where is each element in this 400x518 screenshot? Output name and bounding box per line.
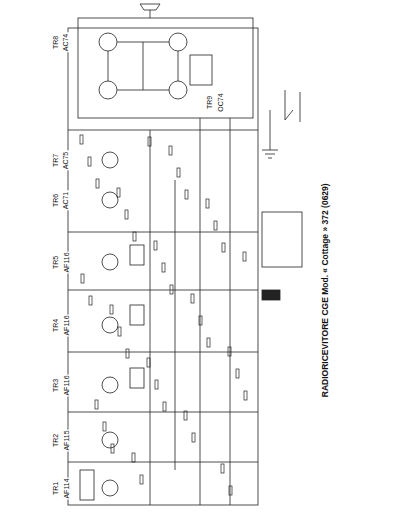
resistor-symbol [132, 453, 135, 462]
resistor-symbol [221, 464, 224, 473]
transistor-label: AC71 [62, 190, 69, 210]
resistor-symbol [244, 391, 247, 400]
resistor-symbol [163, 402, 166, 411]
resistor-symbol [191, 294, 194, 303]
transistor-symbol [102, 152, 118, 168]
transistor-symbol [169, 81, 187, 99]
resistor-symbol [148, 137, 151, 146]
resistor-symbol [88, 157, 91, 166]
transistor-symbol [102, 192, 118, 208]
transistor-label: OC74 [216, 92, 223, 112]
resistor-symbol [228, 347, 231, 356]
transistor-label: TR9 [206, 94, 213, 109]
resistor-symbol [110, 305, 113, 314]
resistor-symbol [192, 433, 195, 442]
transistor-symbol [99, 81, 117, 99]
resistor-symbol [236, 369, 239, 378]
transistor-label: AF116 [62, 374, 69, 396]
resistor-symbol [147, 358, 150, 367]
resistor-symbol [229, 486, 232, 495]
speaker-symbol [140, 4, 160, 10]
dial-logo [262, 290, 280, 300]
resistor-symbol [207, 338, 210, 347]
transistor-symbol [102, 254, 118, 270]
resistor-symbol [95, 400, 98, 409]
resistor-symbol [118, 327, 121, 336]
transistor-label: TR4 [52, 317, 59, 332]
resistor-symbol [169, 146, 172, 155]
ferrite-antenna [80, 470, 94, 500]
if-transformer [130, 368, 144, 388]
transistor-label: TR5 [52, 254, 59, 269]
resistor-symbol [125, 210, 128, 219]
resistor-symbol [214, 221, 217, 230]
transistor-label: AF114 [62, 477, 69, 499]
resistor-symbol [222, 243, 225, 252]
schematic-title: RADIORICEVITORE CGE Mod. « Cottage » 372… [321, 182, 330, 398]
resistor-symbol [117, 188, 120, 197]
resistor-symbol [162, 263, 165, 272]
transistor-symbol [169, 33, 187, 51]
resistor-symbol [185, 190, 188, 199]
chassis-outline [68, 28, 258, 505]
resistor-symbol [170, 285, 173, 294]
resistor-symbol [133, 232, 136, 241]
transistor-symbol [102, 377, 118, 393]
resistor-symbol [155, 380, 158, 389]
transistor-symbol [102, 480, 118, 496]
if-transformer [130, 305, 144, 325]
transistor-symbol [102, 317, 118, 333]
transistor-label: AC75 [62, 150, 69, 170]
switch-symbol [285, 90, 300, 122]
resistor-symbol [81, 274, 84, 283]
transistor-symbol [102, 432, 118, 448]
resistor-symbol [154, 241, 157, 250]
resistor-symbol [206, 199, 209, 208]
resistor-symbol [177, 168, 180, 177]
resistor-symbol [89, 296, 92, 305]
resistor-symbol [243, 252, 246, 261]
if-transformer [130, 245, 144, 265]
resistor-symbol [80, 135, 83, 144]
resistor-symbol [140, 475, 143, 484]
transistor-label: TR1 [52, 480, 59, 495]
resistor-symbol [184, 411, 187, 420]
transistor-label: AF116 [62, 314, 69, 336]
ground-symbol [262, 110, 278, 158]
transistor-label: TR6 [52, 192, 59, 207]
transistor-label: TR3 [52, 377, 59, 392]
transistor-label: AF115 [62, 429, 69, 451]
transistor-symbol [99, 33, 117, 51]
transistor-label: AC74 [62, 32, 69, 52]
transistor-label: TR8 [52, 34, 59, 49]
switch-bank [262, 212, 302, 267]
transistor-label: AF116 [62, 251, 69, 273]
output-transformer [190, 55, 212, 85]
output-stage-frame [78, 18, 253, 118]
transistor-label: TR2 [52, 432, 59, 447]
resistor-symbol [103, 422, 106, 431]
resistor-symbol [126, 349, 129, 358]
resistor-symbol [111, 444, 114, 453]
resistor-symbol [199, 316, 202, 325]
transistor-label: TR7 [52, 152, 59, 167]
resistor-symbol [96, 179, 99, 188]
